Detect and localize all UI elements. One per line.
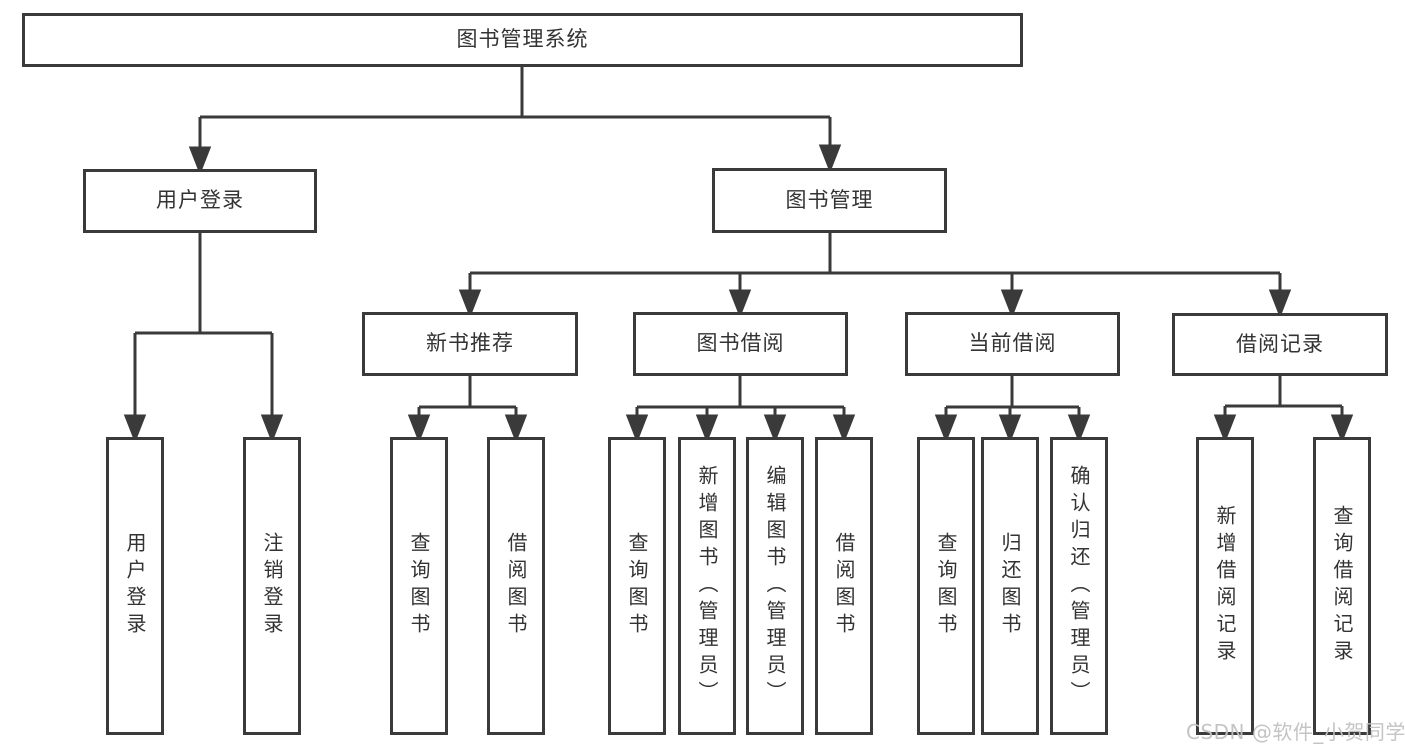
- leaf-bb-query-books: 查询图书: [608, 437, 666, 735]
- node-new-book-recommend-label: 新书推荐: [426, 331, 514, 356]
- leaf-user-login-label: 用户登录: [123, 532, 147, 640]
- arrowhead: [123, 414, 147, 444]
- node-borrow-records: 借阅记录: [1172, 313, 1388, 376]
- leaf-nb-query-books-label: 查询图书: [407, 532, 431, 640]
- leaf-br-query-record: 查询借阅记录: [1313, 437, 1371, 735]
- node-user-login: 用户登录: [83, 169, 317, 233]
- arrowhead: [1213, 414, 1237, 444]
- leaf-cb-return-books: 归还图书: [981, 437, 1039, 735]
- arrowhead: [695, 414, 719, 444]
- arrowhead: [1330, 414, 1354, 444]
- node-new-book-recommend: 新书推荐: [362, 312, 578, 376]
- connector-book-management: [458, 233, 1292, 319]
- arrowhead: [728, 289, 752, 319]
- arrowhead: [818, 144, 842, 174]
- arrowhead: [998, 414, 1022, 444]
- arrowhead: [458, 289, 482, 319]
- leaf-br-query-record-label: 查询借阅记录: [1330, 505, 1354, 667]
- connector-root: [188, 67, 842, 176]
- leaf-bb-borrow-books: 借阅图书: [815, 437, 873, 735]
- arrowhead: [260, 414, 284, 444]
- node-current-borrow-label: 当前借阅: [968, 331, 1057, 356]
- leaf-logout-label: 注销登录: [260, 532, 284, 640]
- arrowhead: [504, 414, 528, 444]
- leaf-bb-add-books-admin-label: 新增图书（管理员）: [695, 464, 719, 708]
- csdn-watermark: CSDN @软件_小贺同学: [1186, 720, 1405, 744]
- leaf-cb-query-books: 查询图书: [917, 437, 975, 735]
- connector-current-borrow: [934, 376, 1091, 444]
- leaf-bb-borrow-books-label: 借阅图书: [832, 532, 856, 640]
- leaf-cb-query-books-label: 查询图书: [934, 532, 958, 640]
- leaf-bb-edit-books-admin: 编辑图书（管理员）: [746, 437, 804, 735]
- node-book-management-label: 图书管理: [785, 187, 874, 212]
- leaf-bb-query-books-label: 查询图书: [625, 532, 649, 640]
- node-current-borrow: 当前借阅: [905, 312, 1120, 376]
- node-book-borrow: 图书借阅: [633, 312, 848, 376]
- connector-new-book-recommend: [407, 376, 528, 444]
- node-book-borrow-label: 图书借阅: [696, 331, 785, 356]
- leaf-cb-confirm-return-admin-label: 确认归还（管理员）: [1067, 464, 1091, 708]
- node-root: 图书管理系统: [22, 13, 1023, 67]
- arrowhead: [1067, 414, 1091, 444]
- node-user-login-label: 用户登录: [156, 188, 244, 213]
- node-book-management: 图书管理: [712, 168, 947, 233]
- connector-book-borrow: [625, 376, 856, 444]
- leaf-logout: 注销登录: [243, 437, 301, 735]
- leaf-bb-add-books-admin: 新增图书（管理员）: [678, 437, 736, 735]
- arrowhead: [832, 414, 856, 444]
- leaf-cb-return-books-label: 归还图书: [998, 532, 1022, 640]
- arrowhead: [934, 414, 958, 444]
- leaf-bb-edit-books-admin-label: 编辑图书（管理员）: [763, 464, 787, 708]
- connector-user-login: [123, 233, 284, 444]
- arrowhead: [625, 414, 649, 444]
- node-borrow-records-label: 借阅记录: [1236, 331, 1324, 356]
- leaf-cb-confirm-return-admin: 确认归还（管理员）: [1050, 437, 1108, 735]
- leaf-br-add-record: 新增借阅记录: [1196, 437, 1254, 735]
- arrowhead: [763, 414, 787, 444]
- leaf-nb-borrow-books-label: 借阅图书: [504, 532, 528, 640]
- leaf-user-login: 用户登录: [106, 437, 164, 735]
- arrowhead: [188, 146, 212, 176]
- leaf-br-add-record-label: 新增借阅记录: [1213, 505, 1237, 667]
- node-root-label: 图书管理系统: [456, 27, 589, 52]
- arrowhead: [407, 414, 431, 444]
- arrowhead: [1000, 289, 1024, 319]
- leaf-nb-query-books: 查询图书: [390, 437, 448, 735]
- leaf-nb-borrow-books: 借阅图书: [487, 437, 545, 735]
- arrowhead: [1268, 289, 1292, 319]
- connector-borrow-records: [1213, 376, 1354, 444]
